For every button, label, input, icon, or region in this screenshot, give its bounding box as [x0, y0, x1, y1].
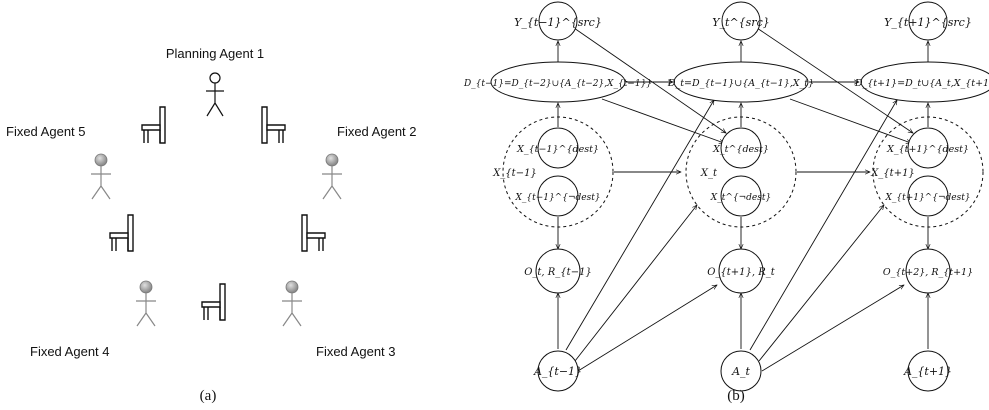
- node-label: X_{t−1}^{¬dest}: [514, 193, 600, 203]
- planning-agent-label: Planning Agent 1: [166, 46, 264, 61]
- fixed-agent-4-icon: [135, 280, 157, 327]
- action-node-cur: A_t: [720, 350, 762, 392]
- node-label: O_t, R_{t−1}: [524, 267, 592, 278]
- node-label: D_{t+1}=D_t∪{A_t,X_{t+1}}: [854, 78, 989, 89]
- x-group-cur: X_t X_t^{dest} X_t^{¬dest}: [685, 116, 797, 228]
- node-label: O_{t+1}, R_t: [707, 267, 776, 278]
- node-label: A_{t+1}: [903, 365, 952, 378]
- node-label: X_{t+1}^{¬dest}: [884, 193, 970, 203]
- x-group-prev: X_{t−1} X_{t−1}^{dest} X_{t−1}^{¬dest}: [492, 116, 614, 228]
- x-group-next: X_{t+1} X_{t+1}^{dest} X_{t+1}^{¬dest}: [870, 116, 984, 228]
- obs-reward-node-prev: O_t, R_{t−1}: [524, 248, 592, 294]
- d-node-next: D_{t+1}=D_t∪{A_t,X_{t+1}}: [854, 61, 989, 103]
- node-label: X_{t−1}^{dest}: [516, 144, 599, 155]
- node-label: Y_t^{src}: [712, 16, 769, 29]
- planning-agent-icon: [206, 72, 224, 117]
- caption-b: (b): [727, 388, 745, 404]
- y-src-node-cur: Y_t^{src}: [712, 1, 770, 41]
- fixed-agent-4-label: Fixed Agent 4: [30, 344, 110, 359]
- node-label: A_{t−1}: [533, 365, 582, 378]
- node-label: X_{t+1}^{dest}: [886, 144, 969, 155]
- caption-a: (a): [200, 388, 217, 404]
- fixed-agent-5-label: Fixed Agent 5: [6, 124, 86, 139]
- node-label: D_{t−1}=D_{t−2}∪{A_{t−2},X_{t−1}}: [463, 79, 652, 89]
- fixed-agent-2-icon: [321, 153, 343, 200]
- fixed-agent-5-icon: [90, 153, 112, 200]
- node-label: X_t^{¬dest}: [710, 193, 771, 203]
- chair-icon: [201, 283, 226, 321]
- node-label: X_{t+1}: [870, 168, 915, 179]
- node-label: X_t^{dest}: [712, 144, 769, 155]
- node-label: D_t=D_{t−1}∪{A_{t−1},X_t}: [667, 78, 814, 89]
- y-src-node-next: Y_{t+1}^{src}: [884, 1, 972, 41]
- action-node-prev: A_{t−1}: [533, 350, 582, 392]
- node-label: O_{t+2}, R_{t+1}: [883, 267, 973, 278]
- node-label: Y_{t−1}^{src}: [514, 16, 602, 29]
- fixed-agent-2-label: Fixed Agent 2: [337, 124, 417, 139]
- chair-icon: [301, 214, 326, 252]
- chair-icon: [109, 214, 134, 252]
- fixed-agent-3-label: Fixed Agent 3: [316, 344, 396, 359]
- y-src-node-prev: Y_{t−1}^{src}: [514, 1, 602, 41]
- d-node-prev: D_{t−1}=D_{t−2}∪{A_{t−2},X_{t−1}}: [463, 61, 652, 103]
- node-label: X_t: [700, 168, 718, 179]
- node-label: A_t: [731, 365, 750, 378]
- fixed-agent-3-icon: [281, 280, 303, 327]
- d-node-cur: D_t=D_{t−1}∪{A_{t−1},X_t}: [667, 61, 814, 103]
- obs-reward-node-next: O_{t+2}, R_{t+1}: [883, 248, 973, 294]
- action-node-next: A_{t+1}: [903, 350, 952, 392]
- node-label: Y_{t+1}^{src}: [884, 16, 972, 29]
- panel-b: Y_{t−1}^{src} Y_t^{src} Y_{t+1}^{src} D_…: [463, 1, 989, 404]
- obs-reward-node-cur: O_{t+1}, R_t: [707, 248, 776, 294]
- chair-icon: [261, 106, 286, 144]
- node-label: X_{t−1}: [492, 168, 537, 179]
- chair-icon: [141, 106, 166, 144]
- edges: [558, 27, 928, 372]
- panel-a: Planning Agent 1 Fixed Agent 5 Fixed Age…: [6, 46, 417, 404]
